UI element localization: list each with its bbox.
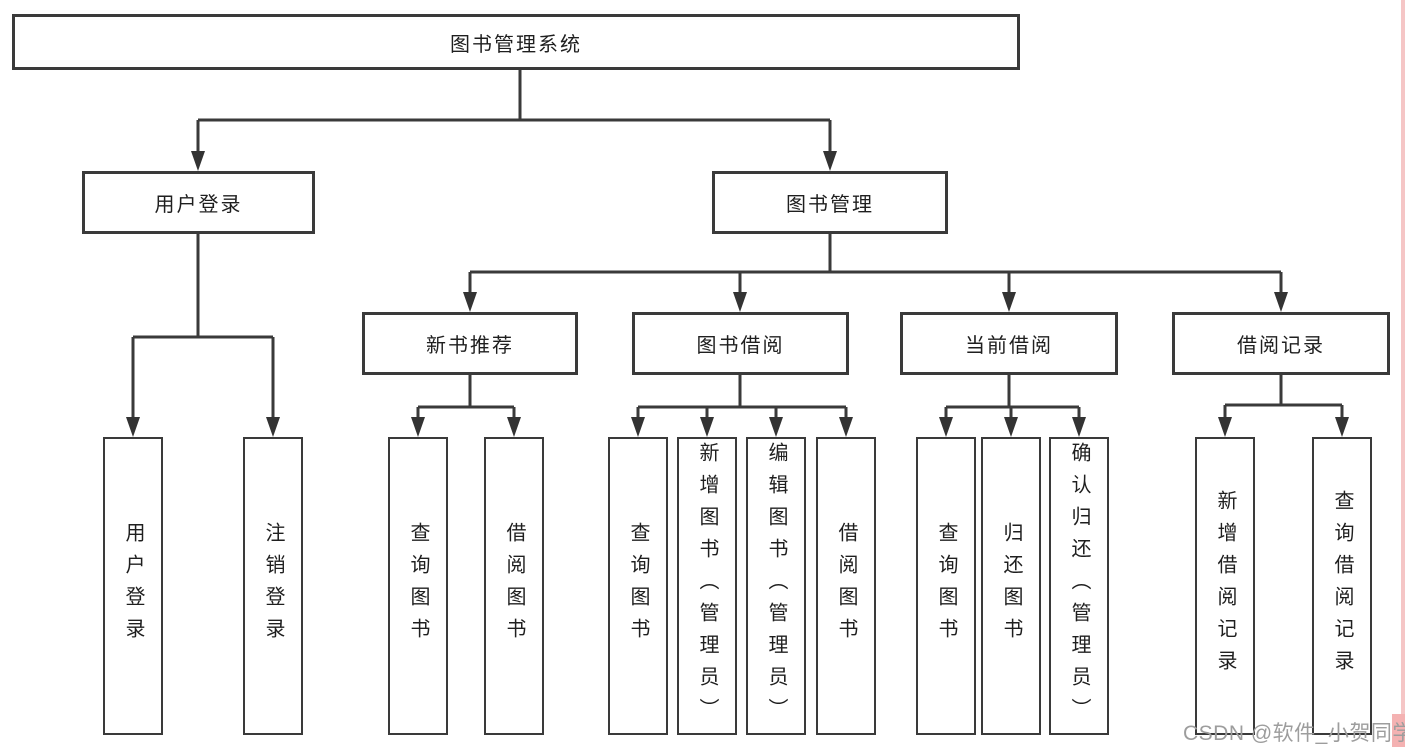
node-borrow-records: 借阅记录 <box>1172 312 1390 375</box>
watermark-corner-pink <box>1392 714 1405 747</box>
node-label: 图书管理 <box>786 194 874 216</box>
node-label: 查询图书 <box>407 522 429 650</box>
node-label: 查询图书 <box>935 522 957 650</box>
arrowhead-icons <box>126 151 1349 437</box>
node-label: 新增借阅记录 <box>1214 490 1236 682</box>
node-book-management: 图书管理 <box>712 171 948 234</box>
node-current-borrow: 当前借阅 <box>900 312 1118 375</box>
node-label: 查询借阅记录 <box>1331 490 1353 682</box>
node-label: 查询图书 <box>627 522 649 650</box>
node-leaf-query-book-3: 查询图书 <box>916 437 976 735</box>
node-leaf-return-book: 归还图书 <box>981 437 1041 735</box>
node-label: 确认归还（管理员） <box>1068 442 1090 730</box>
node-leaf-confirm-return-admin: 确认归还（管理员） <box>1049 437 1109 735</box>
node-label: 用户登录 <box>122 522 144 650</box>
node-label: 借阅图书 <box>503 522 525 650</box>
node-user-login: 用户登录 <box>82 171 315 234</box>
node-label: 编辑图书（管理员） <box>765 442 787 730</box>
node-leaf-logout: 注销登录 <box>243 437 303 735</box>
node-leaf-query-book-1: 查询图书 <box>388 437 448 735</box>
node-leaf-add-book-admin: 新增图书（管理员） <box>677 437 737 735</box>
node-label: 新增图书（管理员） <box>696 442 718 730</box>
node-book-borrow: 图书借阅 <box>632 312 849 375</box>
node-leaf-borrow-book-2: 借阅图书 <box>816 437 876 735</box>
node-label: 当前借阅 <box>965 335 1053 357</box>
node-label: 注销登录 <box>262 522 284 650</box>
node-label: 借阅图书 <box>835 522 857 650</box>
node-leaf-query-borrow-record: 查询借阅记录 <box>1312 437 1372 735</box>
node-label: 借阅记录 <box>1237 335 1325 357</box>
node-label: 图书管理系统 <box>450 33 582 56</box>
node-leaf-edit-book-admin: 编辑图书（管理员） <box>746 437 806 735</box>
node-leaf-borrow-book-1: 借阅图书 <box>484 437 544 735</box>
node-label: 新书推荐 <box>426 335 514 357</box>
node-label: 图书借阅 <box>696 335 785 357</box>
node-label: 归还图书 <box>1000 522 1022 650</box>
connector-lines <box>131 70 1344 420</box>
node-leaf-query-book-2: 查询图书 <box>608 437 668 735</box>
page-edge-pink-stripe <box>1401 0 1405 747</box>
node-leaf-user-login: 用户登录 <box>103 437 163 735</box>
node-leaf-add-borrow-record: 新增借阅记录 <box>1195 437 1255 735</box>
node-new-book-recommend: 新书推荐 <box>362 312 578 375</box>
watermark: CSDN @软件_小贺同学 <box>1183 722 1405 745</box>
node-library-system: 图书管理系统 <box>12 14 1020 70</box>
node-label: 用户登录 <box>154 194 243 216</box>
